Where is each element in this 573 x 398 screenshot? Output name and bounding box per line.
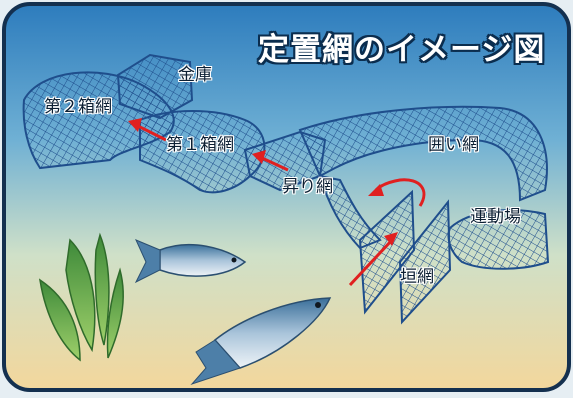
label-dai2-hakoami: 第２箱網 <box>44 97 112 117</box>
seaweed-icon <box>38 232 124 362</box>
arrow-noboriami <box>261 156 289 172</box>
arrow-kakiami-head <box>384 232 398 246</box>
arrow-kakiami <box>348 238 394 287</box>
arrow-dai1-head <box>128 118 142 132</box>
net-structure <box>22 53 550 325</box>
label-kakoiami: 囲い網 <box>428 135 479 155</box>
flow-arrows <box>128 118 426 287</box>
diagram-title: 定置網のイメージ図 <box>258 32 546 68</box>
arrow-curl-head <box>368 184 384 196</box>
arrow-noboriami-head <box>252 150 266 164</box>
undoujou-net <box>447 209 550 270</box>
kakiami-net-b <box>398 199 452 325</box>
arrow-dai1 <box>137 124 167 142</box>
label-dai1-hakoami: 第１箱網 <box>166 135 234 155</box>
kakoiami-net <box>298 105 548 202</box>
label-kinko: 金庫 <box>178 65 212 85</box>
label-undoujou: 運動場 <box>470 207 521 227</box>
label-kakiami: 垣網 <box>400 267 434 287</box>
fish-icon <box>190 297 332 386</box>
label-noboriami: 昇り網 <box>282 177 333 197</box>
fish-icon <box>134 239 247 284</box>
